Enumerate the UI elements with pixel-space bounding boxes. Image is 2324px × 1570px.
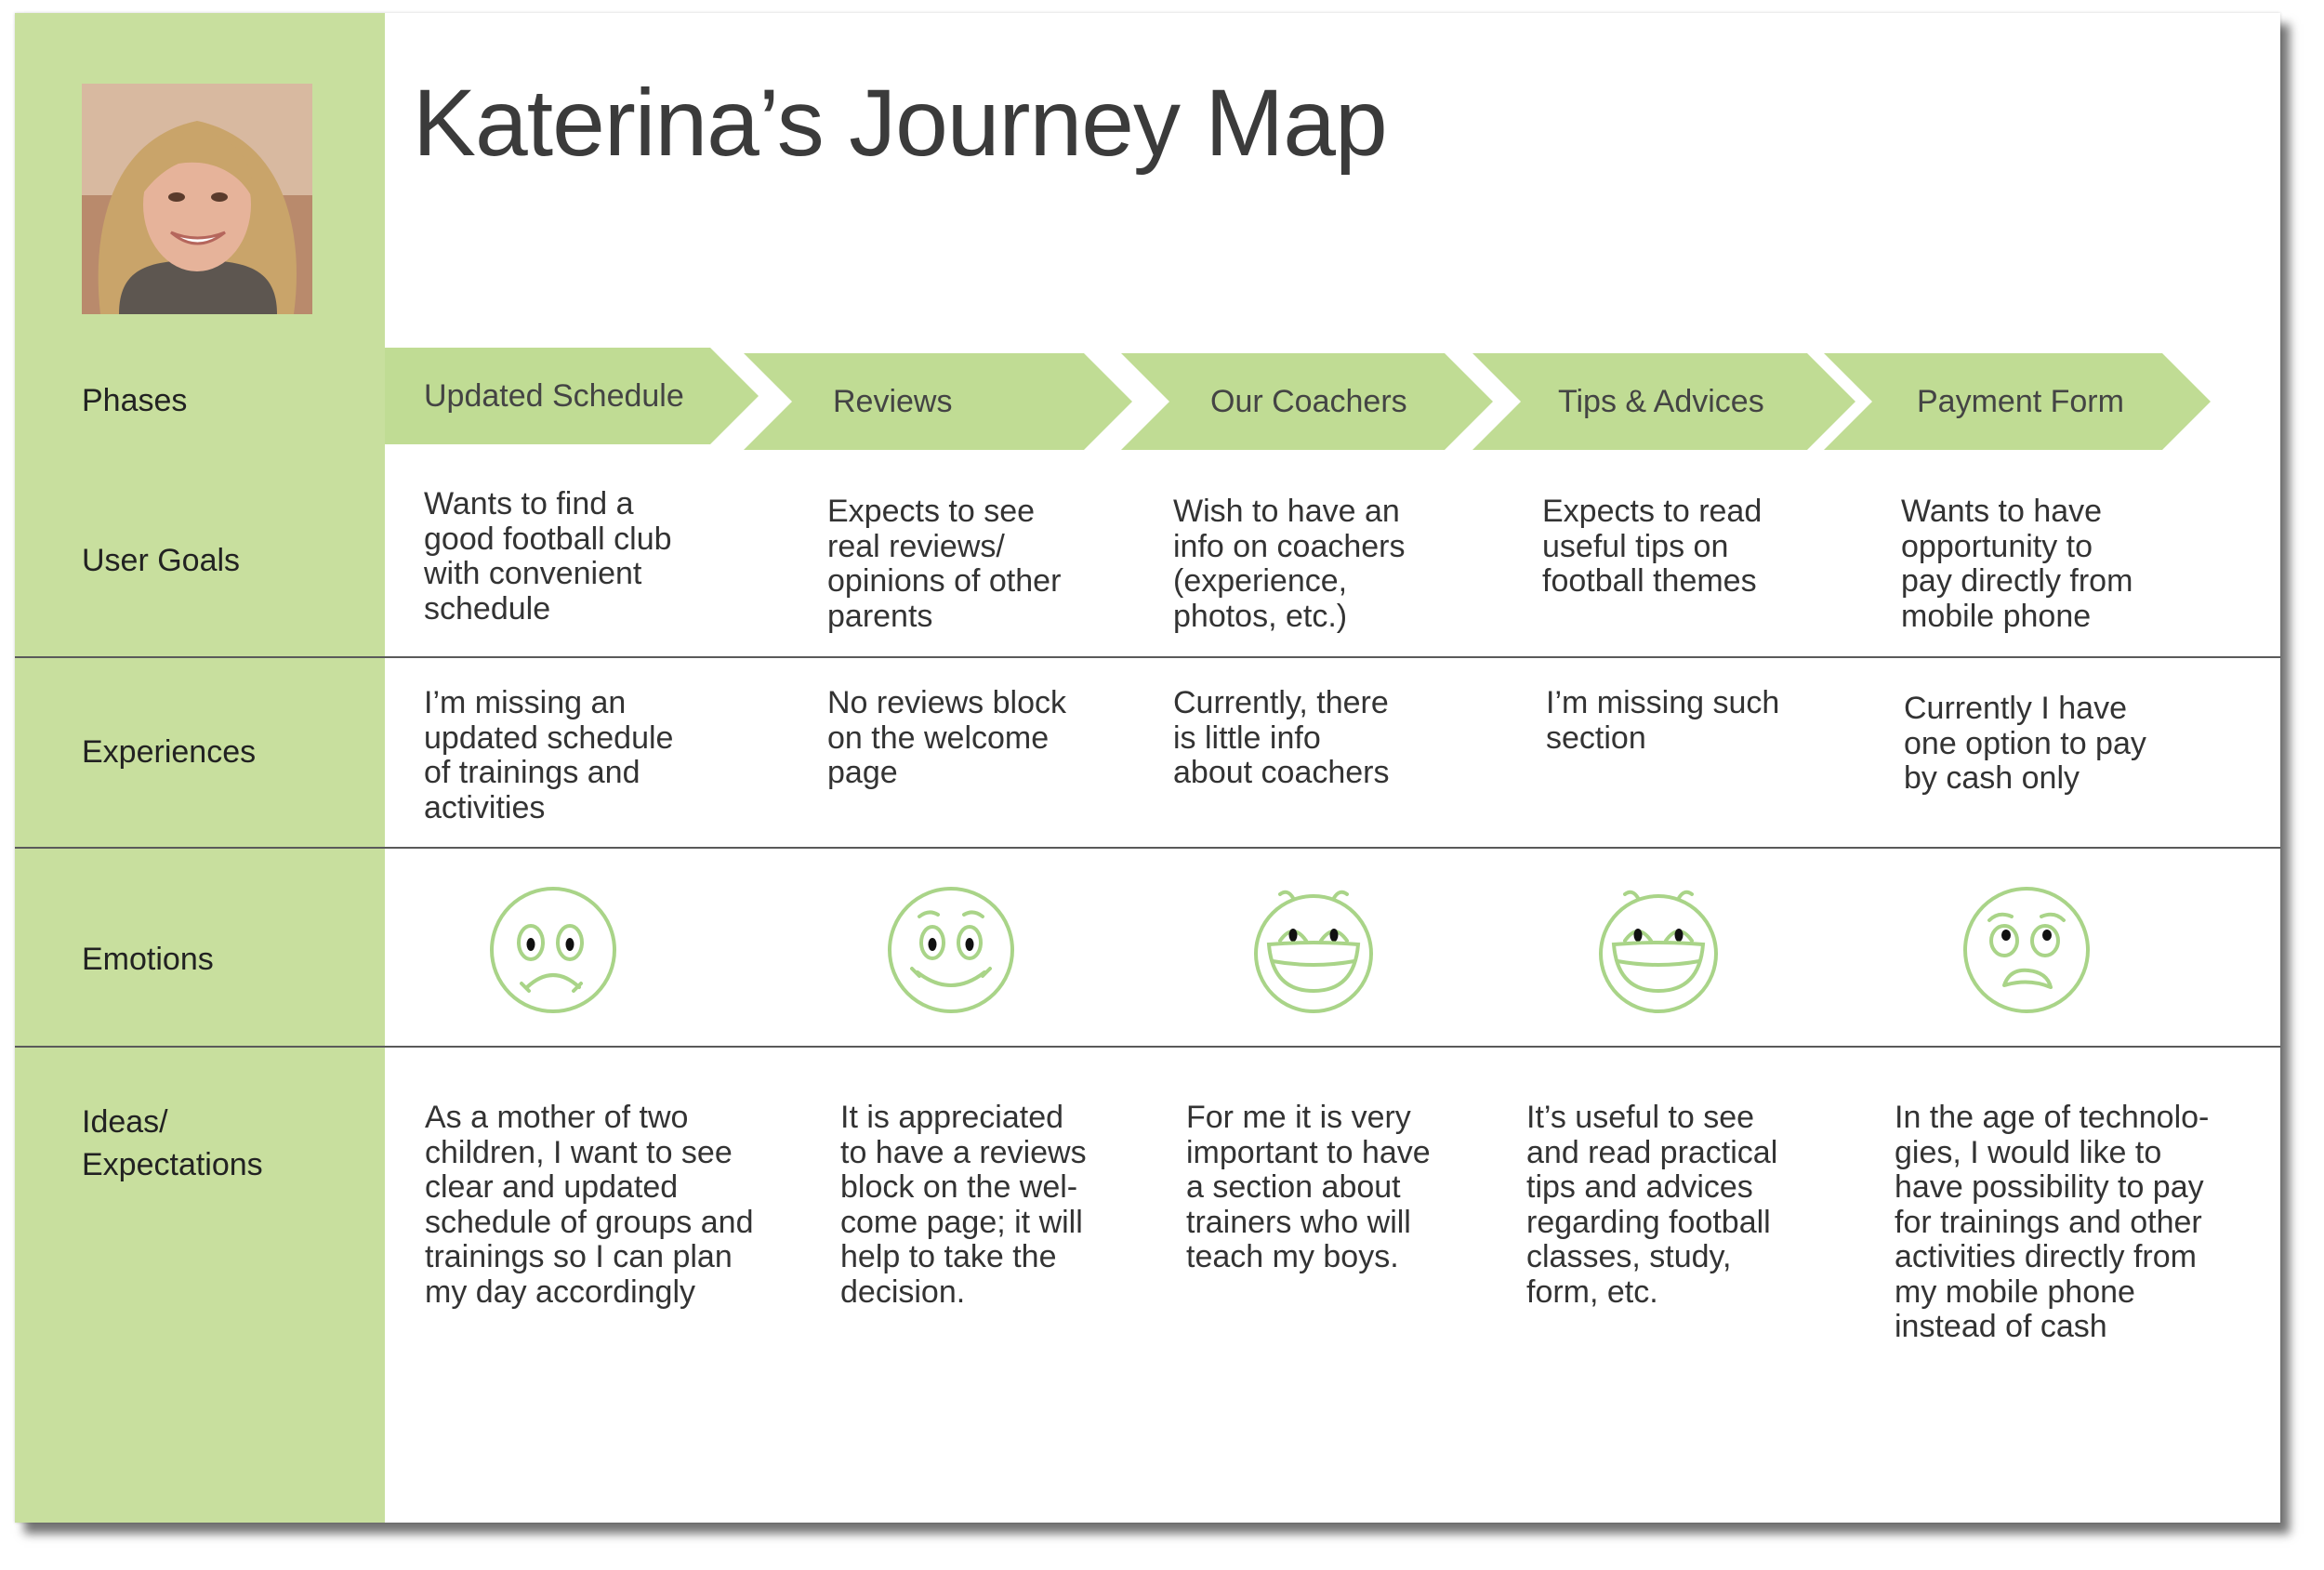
phase-chevron: Our Coachers (1121, 353, 1493, 450)
row-label-experiences: Experiences (82, 734, 257, 770)
idea-text: It is appreciated to have a reviews bloc… (840, 1100, 1087, 1310)
goal-text: Wish to have an info on coachers (experi… (1173, 494, 1406, 634)
goal-text: Wants to find a good football club with … (424, 486, 672, 627)
phase-label: Payment Form (1917, 383, 2124, 419)
page-title: Katerina’s Journey Map (413, 70, 1388, 176)
persona-photo (82, 84, 312, 314)
row-divider (15, 656, 2280, 658)
experience-text: No reviews block on the welcome page (827, 685, 1066, 790)
idea-text: As a mother of two children, I want to s… (425, 1100, 754, 1310)
persona-avatar (82, 84, 312, 314)
idea-text: In the age of technolo- gies, I would li… (1895, 1100, 2210, 1344)
experience-text: I’m missing such section (1546, 685, 1780, 756)
row-divider (15, 1046, 2280, 1048)
experience-text: Currently, there is little info about co… (1173, 685, 1390, 790)
phase-label: Reviews (833, 383, 953, 419)
journey-map-card: Katerina’s Journey Map Phases User Goals… (15, 13, 2280, 1523)
phase-chevron: Updated Schedule (385, 348, 759, 444)
goal-text: Expects to see real reviews/ opinions of… (827, 494, 1062, 634)
idea-text: It’s useful to see and read practical ti… (1526, 1100, 1778, 1310)
row-divider (15, 847, 2280, 849)
sad-face-icon (484, 881, 622, 1019)
row-label-emotions: Emotions (82, 942, 214, 977)
phase-label: Updated Schedule (424, 377, 684, 414)
experience-text: Currently I have one option to pay by ca… (1904, 691, 2146, 796)
row-label-ideas-expectations: Ideas/ Expectations (82, 1104, 263, 1182)
row-label-phases: Phases (82, 383, 188, 418)
grinning-face-icon (1245, 881, 1382, 1019)
experience-text: I’m missing an updated schedule of train… (424, 685, 674, 825)
phase-label: Tips & Advices (1558, 383, 1764, 419)
grinning-face-icon (1590, 881, 1727, 1019)
phase-chevron: Reviews (744, 353, 1132, 450)
row-label-user-goals: User Goals (82, 543, 241, 578)
idea-text: For me it is very important to have a se… (1186, 1100, 1431, 1274)
goal-text: Expects to read useful tips on football … (1542, 494, 1763, 599)
smiling-face-icon (882, 881, 1020, 1019)
phase-chevron: Payment Form (1824, 353, 2211, 450)
phase-chevron: Tips & Advices (1472, 353, 1855, 450)
worried-face-icon (1958, 881, 2095, 1019)
goal-text: Wants to have opportunity to pay directl… (1901, 494, 2133, 634)
phase-label: Our Coachers (1210, 383, 1407, 419)
